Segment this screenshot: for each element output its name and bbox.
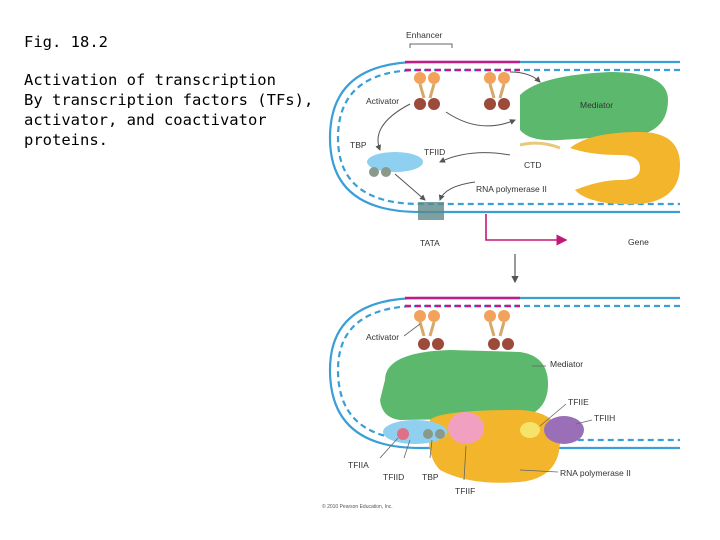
enhancer-region: [405, 60, 520, 72]
rna-pol-label: RNA polymerase II: [476, 184, 547, 194]
tfiid-blob: [367, 152, 423, 172]
tfiie-label: TFIIE: [568, 397, 589, 407]
tbp-circle-2: [381, 167, 391, 177]
tata-label: TATA: [420, 238, 440, 248]
arrow-activator-to-tfiid: [375, 103, 411, 151]
bottom-activator-label: Activator: [366, 332, 399, 342]
tfiih-blob: [544, 416, 584, 444]
tfiih-label: TFIIH: [594, 413, 615, 423]
bottom-tbp-label: TBP: [422, 472, 439, 482]
tbp-label: TBP: [350, 140, 367, 150]
bottom-rna-pol-label: RNA polymerase II: [560, 468, 631, 478]
enhancer-label: Enhancer: [406, 30, 443, 40]
tfiia-blob: [397, 428, 409, 440]
bottom-mediator-blob: [380, 350, 548, 420]
bottom-rna-polymerase-blob: [428, 410, 560, 483]
tfiid-label: TFIID: [424, 147, 445, 157]
copyright-notice: © 2010 Pearson Education, Inc.: [322, 503, 393, 510]
caption-line-1: Activation of transcription: [24, 71, 276, 89]
bottom-panel: Activator Mediator RNA polymerase II: [328, 296, 680, 496]
tata-box: [418, 202, 444, 220]
arrow-pol-to-tata: [438, 181, 476, 201]
caption-line-4: proteins.: [24, 131, 108, 149]
bottom-tbp-circle-1: [423, 429, 433, 439]
tbp-circle-1: [369, 167, 379, 177]
bottom-mediator-label: Mediator: [550, 359, 583, 369]
bottom-tfiid-label: TFIID: [383, 472, 404, 482]
gene-label: Gene: [628, 237, 649, 247]
rna-polymerase-blob: [570, 132, 680, 205]
arrow-activator-to-mediator: [445, 111, 516, 127]
bottom-activator-1: [414, 310, 444, 350]
ctd-tail: [519, 141, 561, 150]
gene-arrow: [485, 214, 568, 246]
bottom-activator-2: [484, 310, 514, 350]
tfiif-blob: [448, 412, 484, 444]
tfiie-blob: [520, 422, 540, 438]
ctd-label: CTD: [524, 160, 541, 170]
arrow-tfiid-to-tata: [394, 173, 426, 201]
activator-2: [484, 72, 510, 110]
mediator-label: Mediator: [580, 100, 613, 110]
caption-line-2: By transcription factors (TFs),: [24, 91, 314, 109]
bottom-dna-loop: [328, 296, 680, 450]
activator-label: Activator: [366, 96, 399, 106]
top-panel: Enhancer Activator Mediator CTD RNA poly…: [328, 30, 680, 248]
tfiia-label: TFIIA: [348, 460, 369, 470]
mediator-blob: [520, 72, 668, 141]
arrow-activator2-to-mediator: [509, 71, 541, 83]
tfiif-label: TFIIF: [455, 486, 475, 496]
bottom-tbp-circle-2: [435, 429, 445, 439]
figure-label: Fig. 18.2: [24, 33, 108, 51]
bottom-enhancer-region: [405, 296, 520, 308]
caption-line-3: activator, and coactivator: [24, 111, 267, 129]
activator-1: [414, 72, 440, 110]
caption: Fig. 18.2 Activation of transcription By…: [24, 32, 314, 150]
enhancer-bracket: [409, 43, 453, 48]
bottom-leader-lines: [379, 323, 593, 481]
arrow-ctd-to-tfiid: [439, 152, 511, 163]
top-dna-loop: [328, 60, 680, 214]
